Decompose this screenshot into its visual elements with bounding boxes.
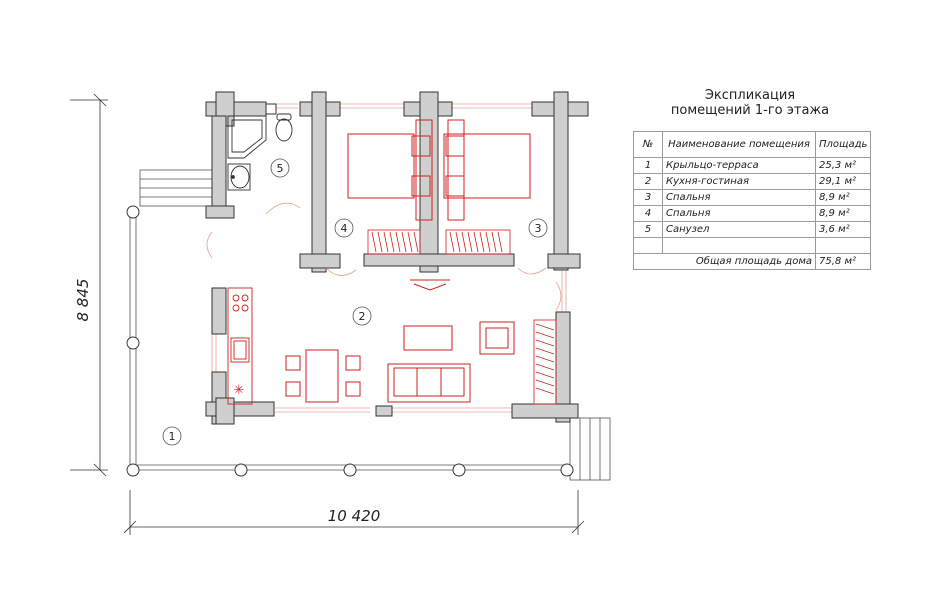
explication-title-line2: помещений 1-го этажа	[670, 103, 830, 118]
walls	[205, 91, 589, 425]
room-markers	[162, 158, 548, 446]
total-value: 75,8 м²	[814, 253, 872, 270]
room-marker-4: 4	[341, 222, 348, 235]
dimension-width-label: 10 420	[328, 507, 381, 525]
beds	[347, 119, 531, 221]
explication-title-line1: Экспликация	[704, 88, 796, 103]
dimension-height-label: 8 845	[74, 279, 92, 322]
dining-set	[285, 349, 361, 403]
explication-title: Экспликация помещений 1-го этажа	[640, 88, 860, 118]
dimension-vertical	[70, 93, 108, 477]
room-marker-2: 2	[359, 310, 366, 323]
room-marker-5: 5	[277, 162, 284, 175]
room-marker-1: 1	[169, 430, 176, 443]
wardrobes	[367, 229, 557, 405]
table-row: 2 Кухня-гостиная 29,1 м²	[633, 173, 872, 190]
table-total-row: Общая площадь дома 75,8 м²	[633, 253, 872, 270]
dimension-horizontal	[123, 490, 585, 535]
terrace-posts	[126, 205, 574, 477]
stove-icon: ✳	[234, 383, 245, 398]
bathroom-fixtures	[227, 113, 293, 191]
header-name: Наименование помещения	[662, 131, 816, 158]
header-num: №	[633, 131, 663, 158]
kitchen-counter	[227, 287, 253, 405]
explication-table: № Наименование помещения Площадь 1 Крыль…	[633, 131, 872, 270]
table-row: 5 Санузел 3,6 м²	[633, 221, 872, 238]
doors	[206, 202, 562, 311]
room-marker-3: 3	[535, 222, 542, 235]
living-furniture	[387, 279, 515, 403]
table-row: 4 Спальня 8,9 м²	[633, 205, 872, 222]
